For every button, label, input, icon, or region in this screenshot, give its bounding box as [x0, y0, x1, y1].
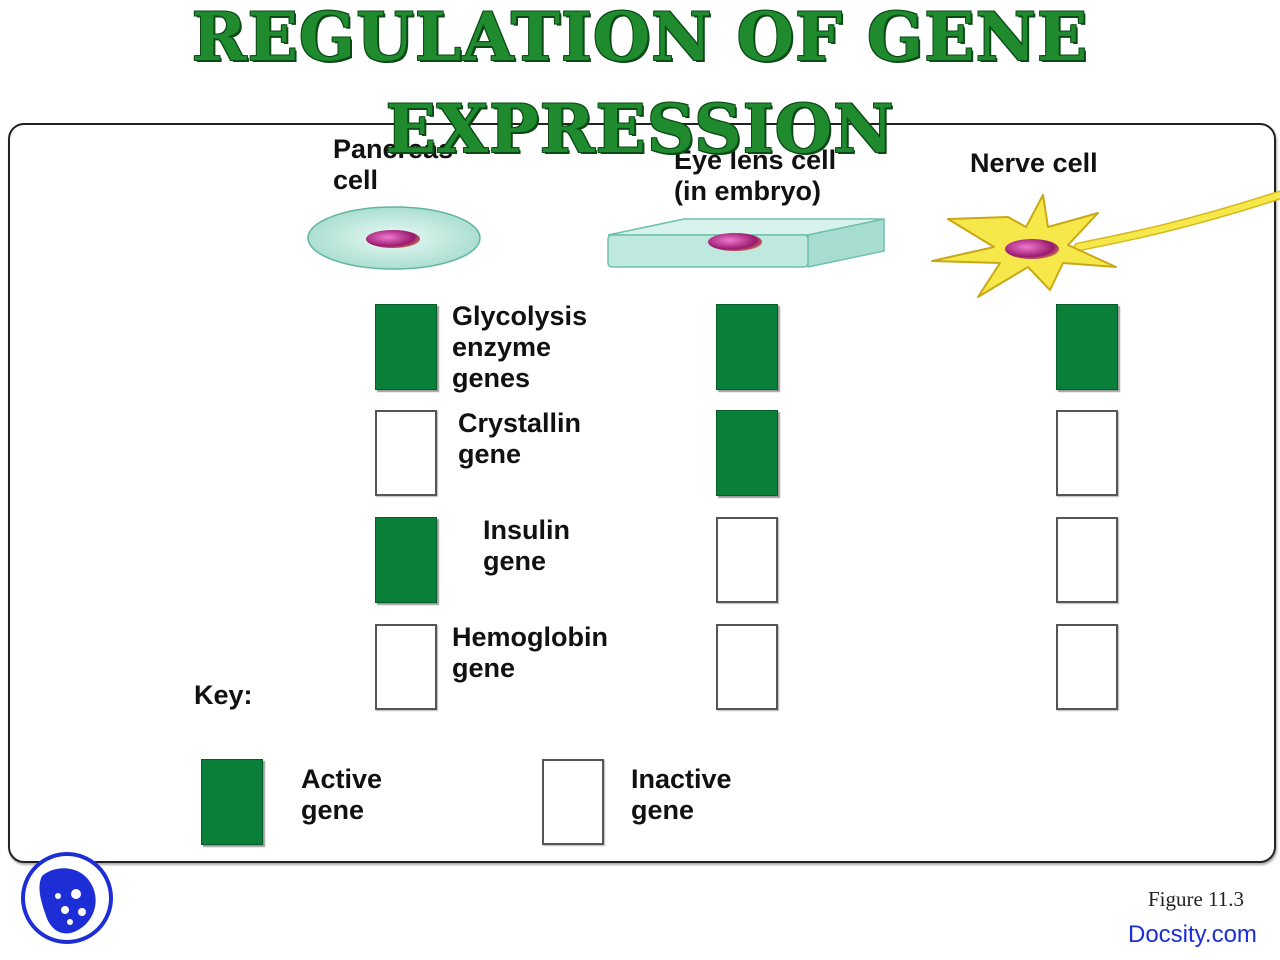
key-label: Key:: [194, 680, 253, 710]
gene-box-pancreas-glycolysis: [375, 304, 437, 390]
figure-frame: [8, 123, 1276, 863]
key-inactive-swatch: [542, 759, 604, 845]
gene-label-glycolysis: Glycolysis enzyme genes: [452, 301, 588, 393]
gene-box-nerve-glycolysis: [1056, 304, 1118, 390]
gene-box-lens-insulin: [716, 517, 778, 603]
gene-box-lens-glycolysis: [716, 304, 778, 390]
gene-label-insulin: Insulin gene: [483, 515, 570, 576]
gene-label-crystallin: Crystallin gene: [458, 408, 582, 469]
figure-caption: Figure 11.3: [1148, 887, 1245, 911]
gene-box-lens-hemoglobin: [716, 624, 778, 710]
key-active-label: Active gene: [301, 764, 383, 825]
lens-cell-illustration: [607, 218, 885, 268]
pancreas-cell-label: Pancreas cell: [333, 134, 454, 195]
gene-box-pancreas-insulin: [375, 517, 437, 603]
docsity-logo-icon: [21, 852, 113, 944]
title-line-1: REGULATION OF GENE: [191, 0, 1089, 76]
nerve-cell-illustration: [931, 190, 1280, 298]
pancreas-cell-illustration: [307, 206, 481, 270]
key-inactive-label: Inactive gene: [631, 764, 732, 825]
gene-box-pancreas-crystallin: [375, 410, 437, 496]
gene-box-nerve-hemoglobin: [1056, 624, 1118, 710]
title-line-2: EXPRESSION: [385, 90, 895, 168]
lens-cell-label: Eye lens cell (in embryo): [674, 145, 837, 206]
gene-box-nerve-insulin: [1056, 517, 1118, 603]
gene-box-nerve-crystallin: [1056, 410, 1118, 496]
docsity-watermark-link[interactable]: Docsity.com: [1128, 921, 1257, 948]
gene-label-hemoglobin: Hemoglobin gene: [452, 622, 608, 683]
gene-box-lens-crystallin: [716, 410, 778, 496]
gene-box-pancreas-hemoglobin: [375, 624, 437, 710]
nerve-cell-label: Nerve cell: [970, 148, 1098, 178]
key-active-swatch: [201, 759, 263, 845]
